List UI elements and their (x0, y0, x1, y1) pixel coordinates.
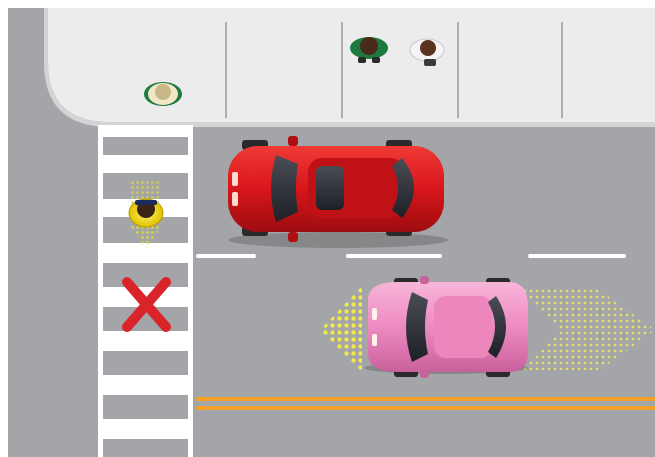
crosswalk-border-left (98, 125, 103, 457)
crosswalk-border-right (188, 125, 193, 457)
center-line-bottom (196, 406, 655, 410)
pink-car (364, 276, 528, 378)
pedestrian-sidewalk (144, 82, 182, 106)
red-car (228, 136, 448, 248)
center-line-top (196, 397, 655, 401)
sidewalk (48, 8, 655, 122)
